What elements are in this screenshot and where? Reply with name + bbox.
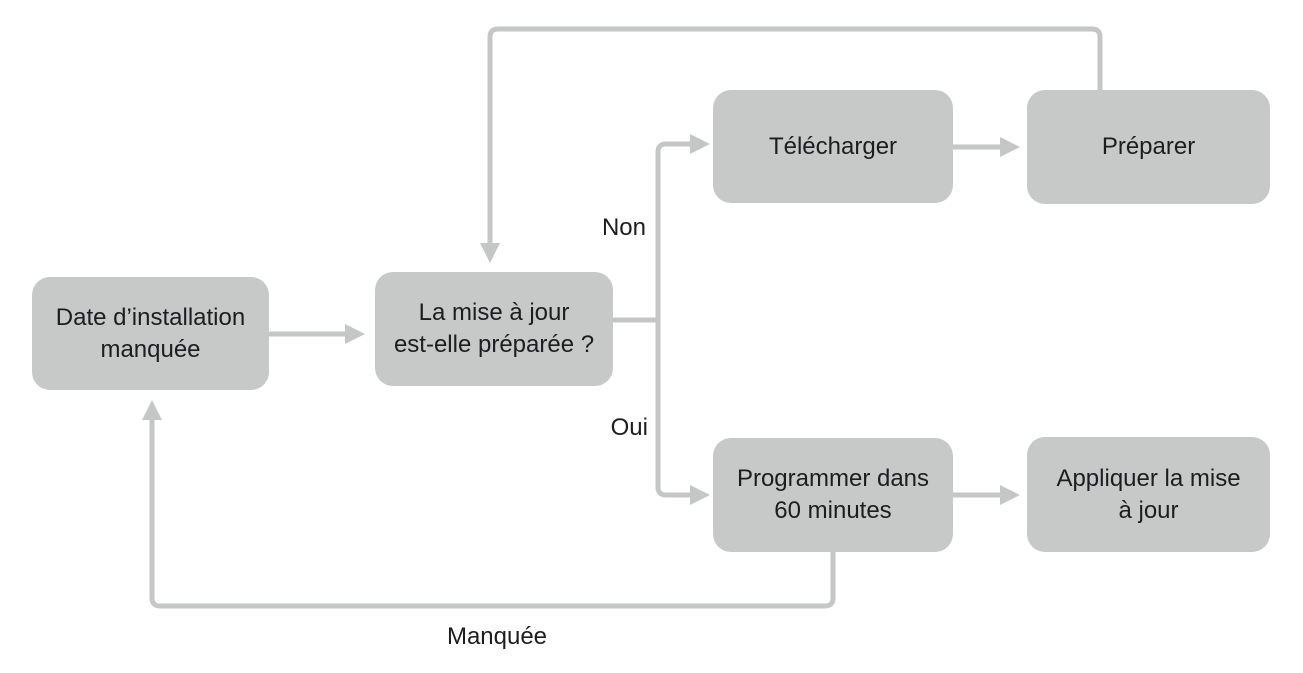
node-label: Préparer (1101, 133, 1196, 160)
node-is-update-prepared: La mise à jour est-elle préparée ? (375, 272, 613, 386)
node-label: Télécharger (768, 132, 898, 160)
node-label: Programmer dans 60 minutes (736, 465, 930, 524)
edge-label-oui: Oui (610, 414, 648, 441)
edge-question-oui-to-schedule (655, 320, 710, 505)
edge-schedule-manquee-to-missed (142, 400, 836, 609)
node-apply-update: Appliquer la mise à jour (1027, 437, 1270, 552)
edge-prepare-loop-to-question (480, 26, 1103, 263)
node-label: Date d’installation manquée (55, 303, 246, 363)
edge-label-non: Non (601, 214, 646, 241)
node-prepare: Préparer (1027, 90, 1270, 204)
node-download: Télécharger (713, 90, 953, 203)
node-label: La mise à jour est-elle préparée ? (393, 299, 595, 358)
node-label: Appliquer la mise à jour (1056, 464, 1241, 524)
edge-question-non-to-download (613, 134, 710, 323)
node-schedule-60-minutes: Programmer dans 60 minutes (713, 438, 953, 552)
edge-label-manquee: Manquée (446, 623, 548, 650)
node-missed-install-date: Date d’installation manquée (32, 277, 269, 390)
